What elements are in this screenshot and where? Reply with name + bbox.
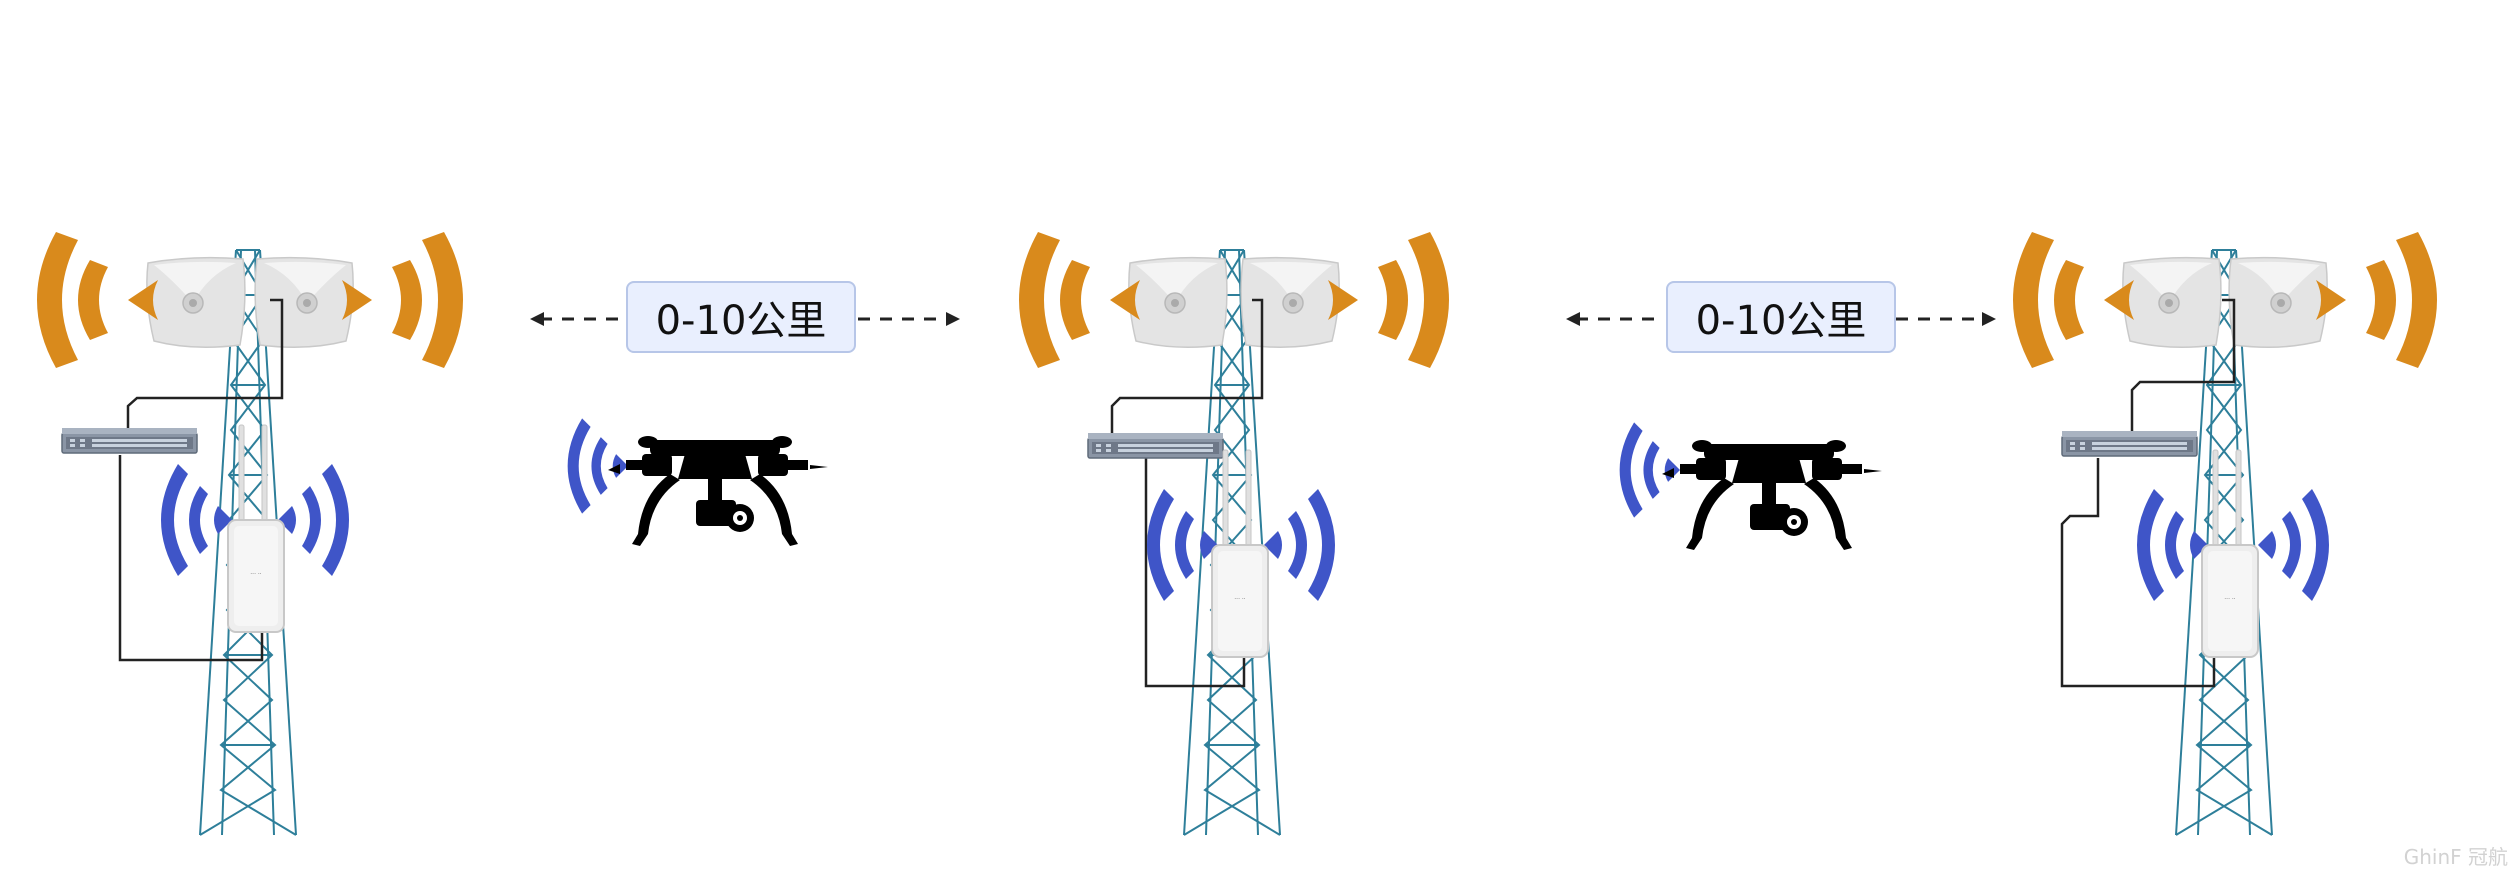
network-cable (118, 298, 284, 662)
network-switch (61, 427, 198, 454)
drone-icon (608, 436, 828, 546)
drone-2 (1619, 422, 1882, 550)
arrowhead (1566, 312, 1996, 326)
network-cable (1110, 298, 1264, 688)
network-cable (2060, 298, 2236, 688)
distance-label-2: 0-10公里 (1666, 281, 1896, 353)
site-2 (1019, 232, 1449, 836)
site-1 (37, 232, 463, 836)
wifi-signal-icon (2137, 489, 2208, 601)
wireless-access-point (1211, 449, 1269, 658)
wifi-signal-icon (1264, 489, 1335, 601)
site-3 (2013, 232, 2437, 836)
distance-label-1: 0-10公里 (626, 281, 856, 353)
arrowhead (530, 312, 960, 326)
drone-1 (567, 418, 828, 546)
network-switch (2061, 430, 2198, 457)
wireless-signal-icon (2316, 232, 2437, 368)
watermark: GhinF 冠航 (2403, 845, 2508, 869)
wifi-signal-icon (1147, 489, 1218, 601)
dish-antenna-3a (2122, 256, 2222, 348)
dish-antenna-1b (255, 258, 353, 348)
wireless-signal-icon (342, 232, 463, 368)
wireless-signal-icon (2013, 232, 2134, 368)
wireless-access-point (227, 424, 285, 633)
wireless-signal-icon (1019, 232, 1140, 368)
wireless-signal-icon (37, 232, 158, 368)
drone-icon (1662, 440, 1882, 550)
dish-antenna-2a (1128, 256, 1228, 348)
dish-antenna-1a (146, 256, 246, 348)
wifi-signal-icon (2258, 489, 2329, 601)
network-switch (1087, 432, 1224, 459)
dish-antenna-2b (1241, 258, 1339, 348)
wireless-signal-icon (1328, 232, 1449, 368)
dish-antenna-3b (2229, 258, 2327, 348)
wifi-signal-icon (278, 464, 349, 576)
